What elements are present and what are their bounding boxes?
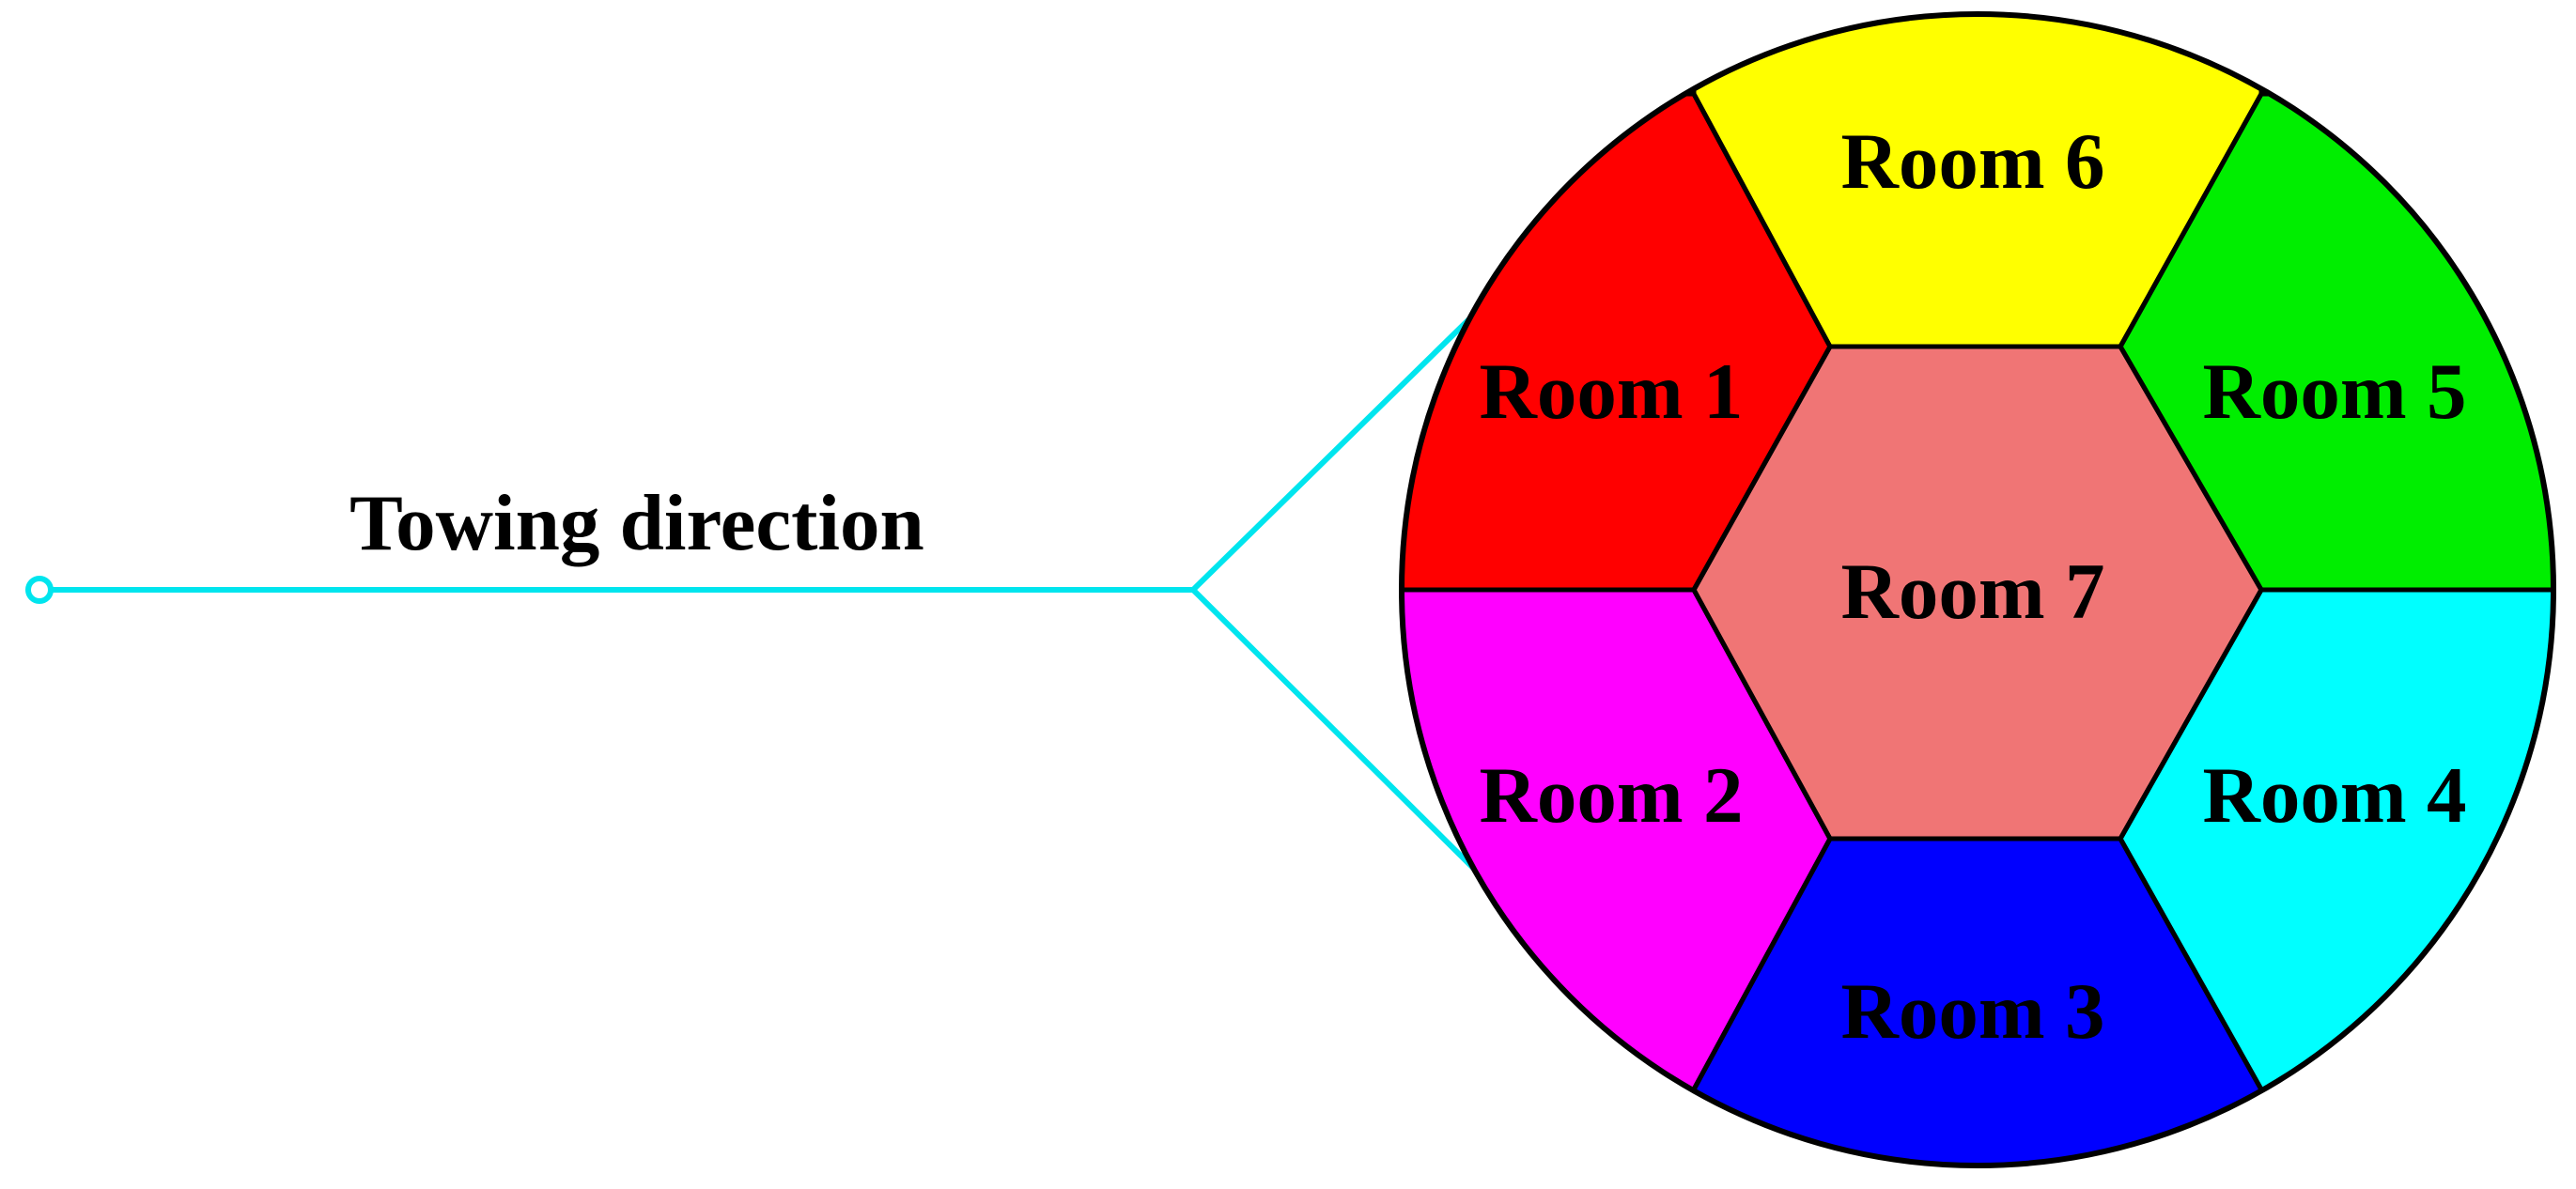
room-3-label: Room 3 (1841, 967, 2105, 1056)
towing-hook-icon (25, 576, 54, 604)
towing-bridle-upper (1190, 300, 1489, 593)
towing-rope (25, 300, 1489, 884)
towing-direction-label: Towing direction (349, 479, 924, 567)
room-5-label: Room 5 (2203, 347, 2467, 436)
towing-bridle-lower (1190, 587, 1489, 884)
divider-1-6 (1691, 92, 1833, 348)
divider-2-3 (1691, 837, 1833, 1091)
room-7-label: Room 7 (1841, 548, 2105, 636)
outer-circle-outline (1399, 11, 2556, 1168)
divider-3-4 (2118, 837, 2264, 1091)
room-dividers (1402, 92, 2553, 1091)
divider-5-6 (2118, 92, 2264, 348)
room-1-label: Room 1 (1480, 347, 1744, 436)
room-6-label: Room 6 (1841, 117, 2105, 206)
room-2-label: Room 2 (1480, 751, 1744, 840)
room-4-label: Room 4 (2203, 751, 2467, 840)
